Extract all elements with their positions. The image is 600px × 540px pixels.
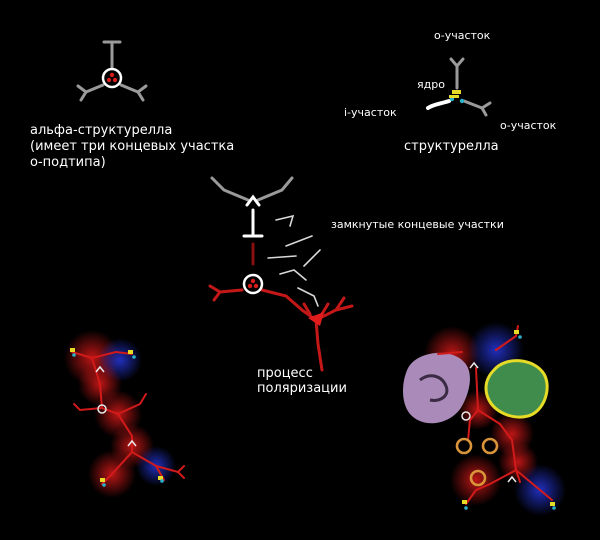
green-cell [484, 359, 549, 419]
free-structurella-icon [210, 176, 294, 266]
polarized-structurella-icon [208, 273, 354, 372]
closed-end-strokes [267, 214, 321, 307]
polarization-label-line2: поляризации [257, 381, 347, 396]
nucleus-label: ядро [417, 78, 445, 91]
polarized-network-left [64, 330, 185, 498]
structurella-icon [426, 57, 492, 117]
alpha-structurella-desc-line1: (имеет три концевых участка [30, 139, 235, 154]
purple-cell [403, 352, 470, 424]
closed-ends-label: замкнутые концевые участки [331, 218, 504, 231]
i-segment-label: i-участок [344, 106, 397, 119]
alpha-structurella-icon [76, 40, 148, 102]
tissue-cluster-right [403, 322, 566, 516]
alpha-structurella-desc-line2: о-подтипа) [30, 155, 106, 170]
structurella-label: структурелла [404, 139, 499, 154]
o-segment-label-top: о-участок [434, 29, 491, 42]
o-segment-label-right: о-участок [500, 119, 557, 132]
alpha-structurella-title: альфа-структурелла [30, 123, 173, 138]
polarization-label-line1: процесс [257, 366, 313, 381]
